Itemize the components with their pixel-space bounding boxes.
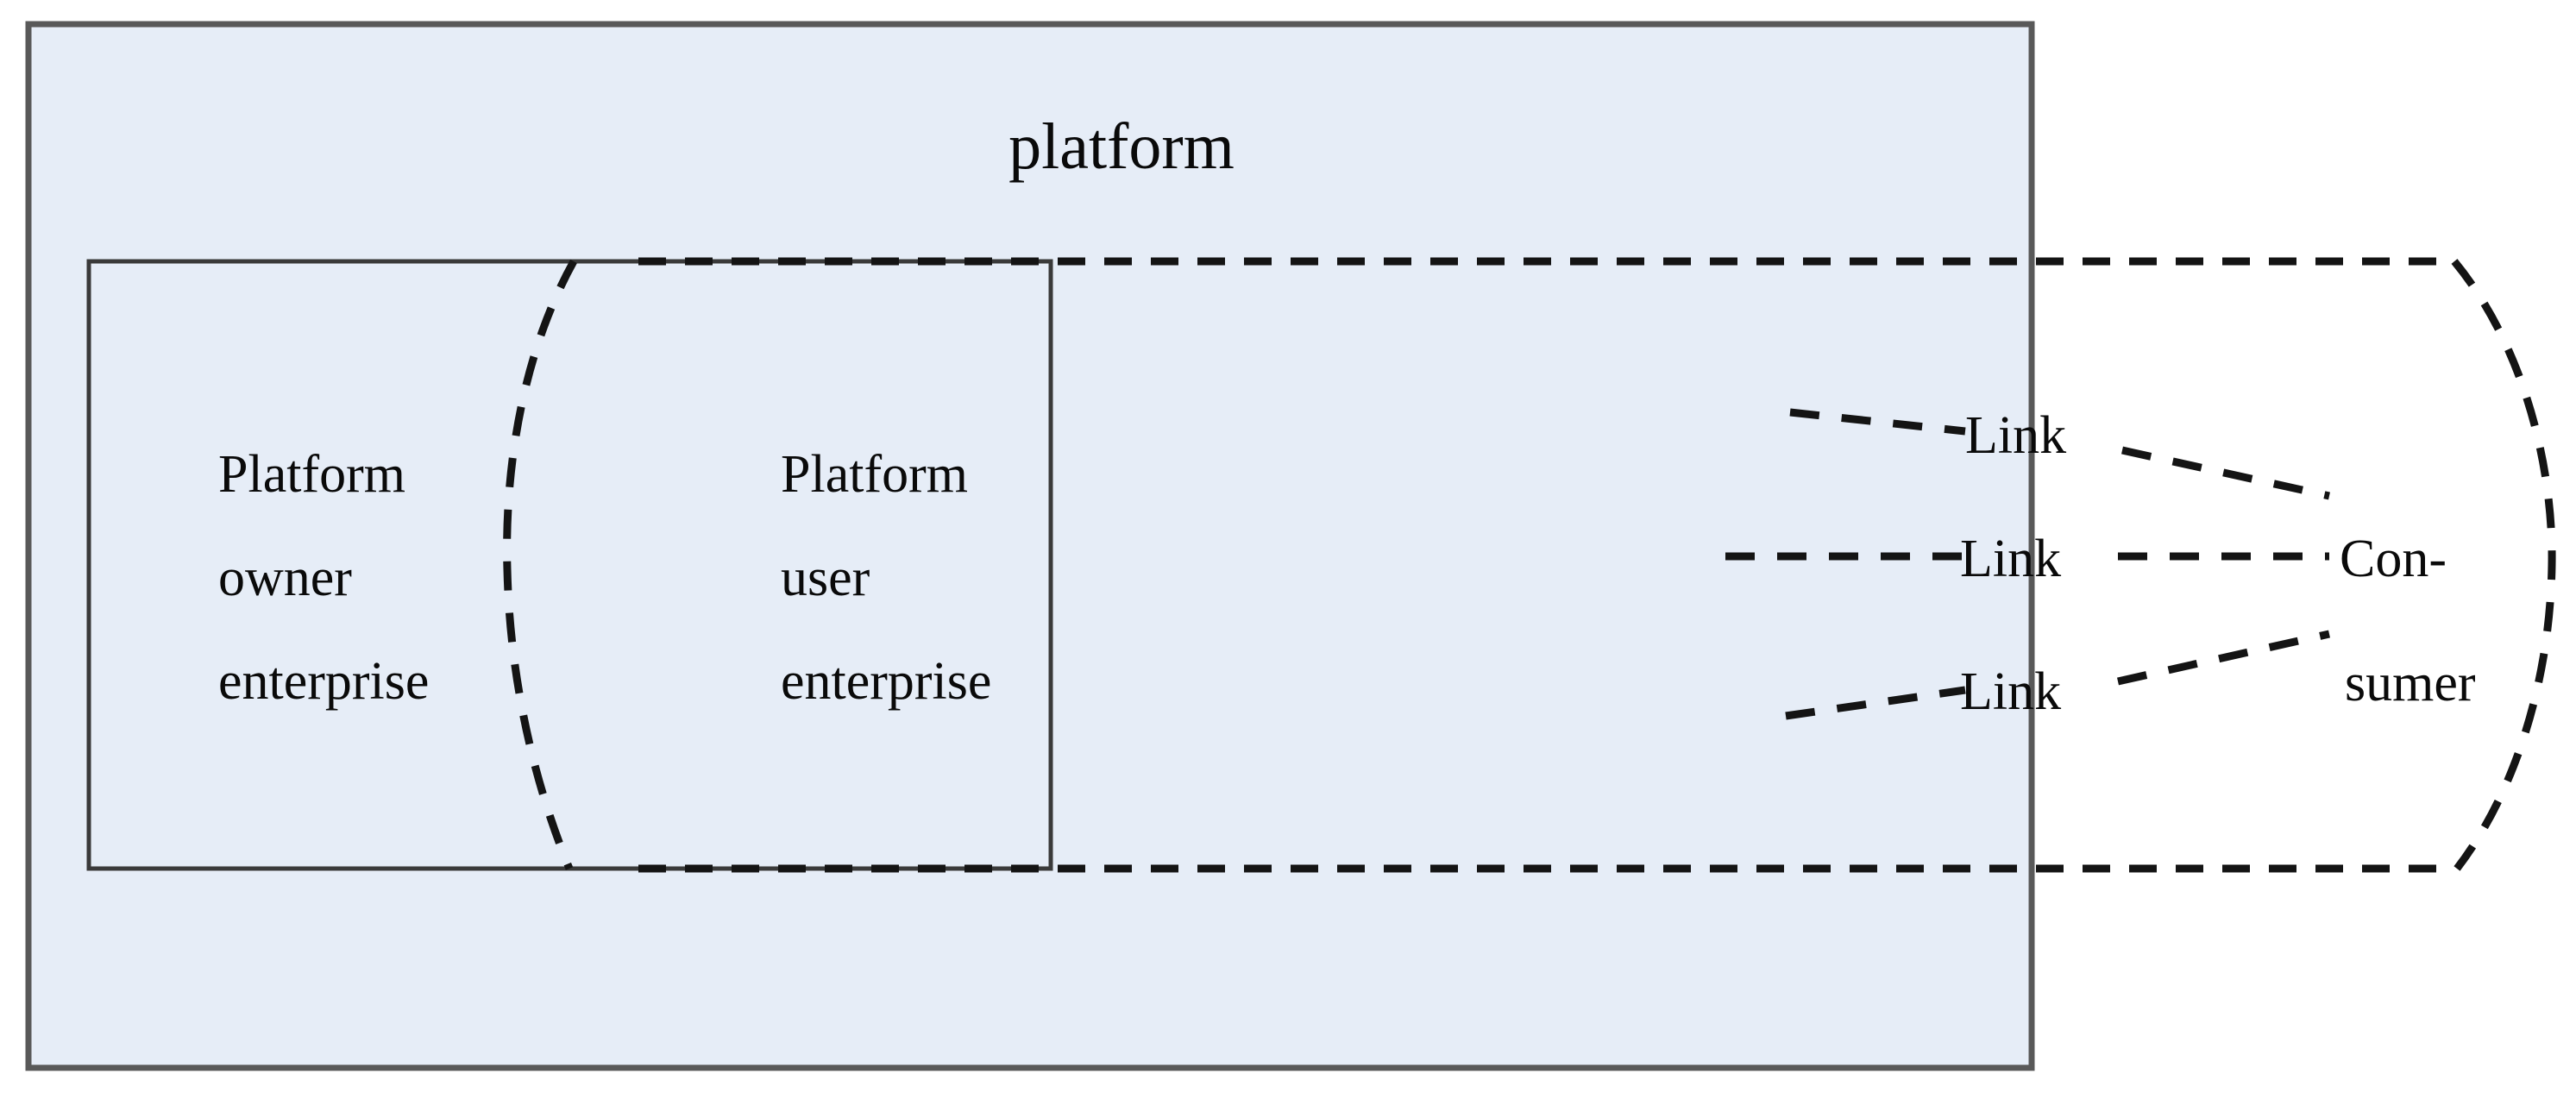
platform-rectangle xyxy=(25,21,2035,1071)
platform-owner-label-line3: enterprise xyxy=(218,652,429,711)
link-label-1: Link xyxy=(1965,406,2066,465)
page-title: platform xyxy=(1008,110,1235,183)
dashed-left-arc xyxy=(503,259,577,870)
platform-owner-label-line2: owner xyxy=(218,549,352,607)
link-3-outgoing-line xyxy=(2117,630,2330,686)
link-label-3: Link xyxy=(1960,662,2061,721)
platform-user-label-line3: enterprise xyxy=(781,652,991,711)
platform-user-label-line1: Platform xyxy=(781,445,968,504)
dashed-right-arc xyxy=(2451,259,2556,871)
link-label-2: Link xyxy=(1960,530,2061,588)
consumer-label-line2: sumer xyxy=(2345,654,2476,712)
platform-owner-label-line1: Platform xyxy=(218,445,405,504)
link-1-outgoing-line xyxy=(2121,446,2330,500)
platform-user-label-line2: user xyxy=(781,549,870,607)
consumer-label-line1: Con- xyxy=(2340,530,2447,588)
